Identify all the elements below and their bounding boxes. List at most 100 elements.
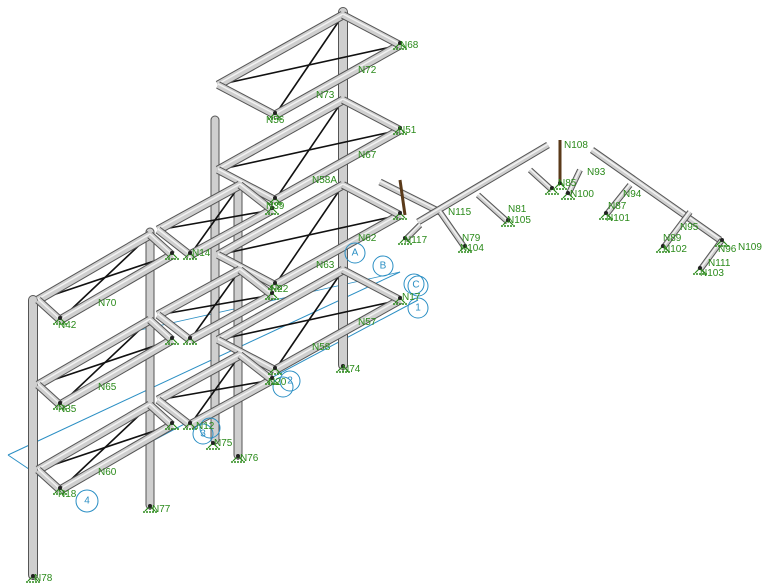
node-label[interactable]: N79 bbox=[462, 233, 481, 244]
node bbox=[273, 111, 277, 115]
node-label[interactable]: N89 bbox=[663, 233, 682, 244]
post bbox=[398, 179, 407, 216]
node-label[interactable]: N103 bbox=[700, 268, 724, 279]
beam-highlight bbox=[239, 353, 273, 380]
beam-highlight bbox=[342, 183, 401, 215]
beam bbox=[238, 352, 274, 383]
beam-highlight bbox=[239, 183, 273, 210]
node-label[interactable]: N63 bbox=[316, 260, 335, 271]
grid-bubble-c[interactable]: C bbox=[403, 273, 429, 297]
beam-highlight bbox=[157, 398, 191, 425]
node-label[interactable]: N104 bbox=[460, 243, 484, 254]
node-label[interactable]: N70 bbox=[98, 298, 117, 309]
beam-highlight bbox=[477, 193, 509, 222]
node-label[interactable]: N77 bbox=[152, 504, 171, 515]
node-label[interactable]: N105 bbox=[507, 215, 531, 226]
node-label[interactable]: N14 bbox=[192, 248, 211, 259]
node-label[interactable]: N42 bbox=[58, 320, 77, 331]
node-label[interactable]: N100 bbox=[570, 189, 594, 200]
node-label[interactable]: N62 bbox=[358, 233, 377, 244]
node-label[interactable]: N117 bbox=[404, 235, 428, 246]
beam-highlight bbox=[662, 210, 691, 248]
svg-text:2: 2 bbox=[287, 376, 293, 387]
grid-bubbles: A B C 1 2 3 4 bbox=[75, 242, 429, 513]
node-label[interactable]: N65 bbox=[98, 382, 117, 393]
beam bbox=[156, 312, 192, 343]
node-labels: N68 N72 N56 N73 N51 N67 N58A N39 N62 N14… bbox=[34, 40, 762, 584]
grid-bubble-2[interactable]: 2 bbox=[272, 370, 301, 398]
node bbox=[236, 454, 240, 458]
beam bbox=[36, 316, 152, 389]
node-label[interactable]: N17 bbox=[402, 292, 421, 303]
node-label[interactable]: N12 bbox=[196, 421, 215, 432]
node-label[interactable]: N115 bbox=[448, 207, 472, 218]
beam-highlight bbox=[379, 180, 441, 212]
node bbox=[188, 336, 192, 340]
node bbox=[273, 281, 277, 285]
node bbox=[398, 41, 402, 45]
beam bbox=[378, 179, 442, 215]
node-label[interactable]: N20 bbox=[268, 377, 287, 388]
beam-highlight bbox=[342, 13, 401, 45]
grid-bubble-b[interactable]: B bbox=[372, 255, 394, 277]
node-label[interactable]: N58A bbox=[312, 175, 337, 186]
node-label[interactable]: N76 bbox=[240, 453, 259, 464]
node-label[interactable]: N75 bbox=[214, 438, 233, 449]
grid-bubble-3[interactable]: 3 bbox=[192, 417, 221, 445]
node-label[interactable]: N68 bbox=[400, 40, 419, 51]
beam bbox=[341, 97, 402, 133]
beam bbox=[216, 181, 345, 259]
node bbox=[58, 316, 62, 320]
node-label[interactable]: N57 bbox=[358, 317, 377, 328]
node-label[interactable]: N102 bbox=[663, 244, 687, 255]
grid-bubble-1[interactable]: 1 bbox=[407, 297, 429, 319]
node-label[interactable]: N60 bbox=[98, 467, 117, 478]
node-label[interactable]: N111 bbox=[708, 258, 731, 269]
node bbox=[403, 236, 407, 240]
node bbox=[398, 296, 402, 300]
brace bbox=[157, 379, 273, 401]
node-label[interactable]: N85 bbox=[558, 178, 577, 189]
node-label[interactable]: N93 bbox=[587, 167, 606, 178]
grid-bubble-4[interactable]: 4 bbox=[75, 489, 99, 513]
node-label[interactable]: N95 bbox=[680, 222, 699, 233]
node-label[interactable]: N74 bbox=[342, 364, 361, 375]
node-label[interactable]: N78 bbox=[34, 573, 53, 584]
beam-highlight bbox=[605, 183, 631, 215]
brace bbox=[37, 424, 173, 471]
beam bbox=[238, 182, 274, 213]
beam bbox=[273, 296, 402, 374]
beam-highlight bbox=[439, 210, 466, 248]
node bbox=[720, 238, 724, 242]
node-label[interactable]: N87 bbox=[608, 201, 627, 212]
svg-text:1: 1 bbox=[415, 303, 421, 314]
beam bbox=[216, 96, 345, 174]
beam-highlight bbox=[217, 13, 344, 85]
node-label[interactable]: N73 bbox=[316, 90, 335, 101]
node-label[interactable]: N94 bbox=[623, 189, 642, 200]
grid-bubble-a[interactable]: A bbox=[344, 242, 366, 264]
node bbox=[558, 181, 562, 185]
node-label[interactable]: N101 bbox=[606, 213, 630, 224]
node-label[interactable]: N109 bbox=[738, 242, 762, 253]
node-label[interactable]: N108 bbox=[564, 140, 588, 151]
node-label[interactable]: N72 bbox=[358, 65, 377, 76]
beam bbox=[273, 211, 402, 289]
node-label[interactable]: N96 bbox=[718, 244, 737, 255]
node-label[interactable]: N51 bbox=[398, 125, 417, 136]
node-label[interactable]: N81 bbox=[508, 204, 527, 215]
beam-highlight bbox=[189, 293, 273, 340]
node-label[interactable]: N22 bbox=[270, 284, 289, 295]
node-label[interactable]: N67 bbox=[358, 150, 377, 161]
node-label[interactable]: N18 bbox=[58, 489, 77, 500]
beam-highlight bbox=[274, 298, 401, 370]
node bbox=[31, 574, 35, 578]
beam-highlight bbox=[342, 268, 401, 300]
node-label[interactable]: N56 bbox=[266, 115, 285, 126]
node-label[interactable]: N58 bbox=[312, 342, 331, 353]
beam bbox=[58, 421, 174, 494]
node-label[interactable]: N39 bbox=[266, 201, 285, 212]
node-label[interactable]: N35 bbox=[58, 404, 77, 415]
